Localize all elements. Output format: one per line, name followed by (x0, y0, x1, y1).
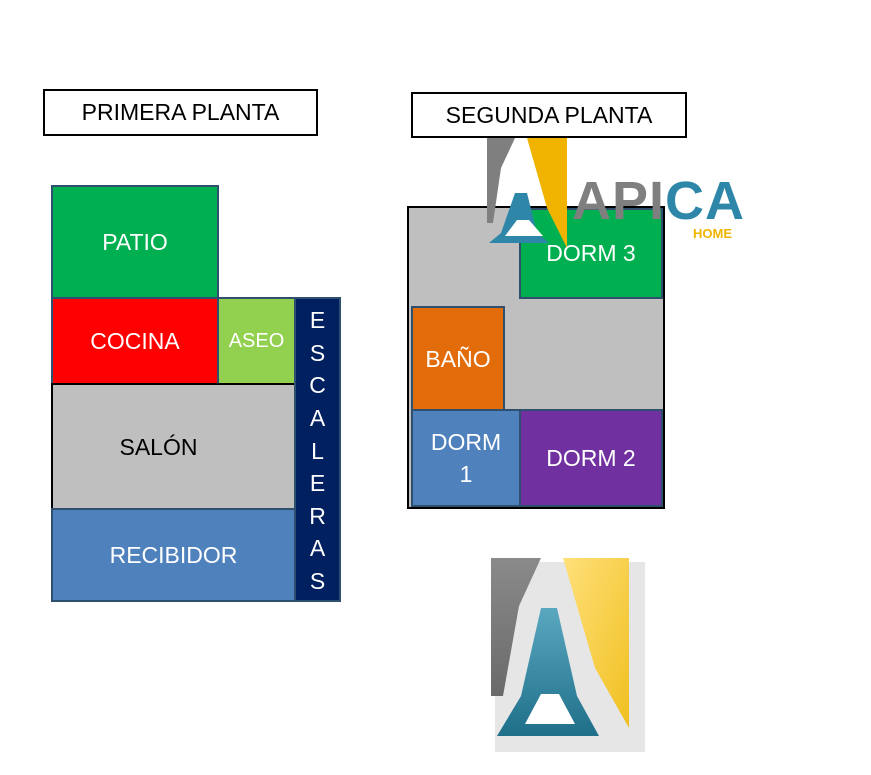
stairs-letter: R (309, 502, 326, 529)
stairs-letter: C (309, 372, 326, 399)
stairs-letter: L (311, 437, 324, 464)
room-patio-label: PATIO (102, 229, 168, 255)
apica-home-logo: APICA HOME (485, 138, 745, 248)
room-dorm1-label-line2: 1 (459, 461, 473, 487)
room-cocina: COCINA (51, 297, 219, 385)
apica-large-mark-icon (491, 558, 645, 752)
apica-large-mark (489, 556, 647, 754)
stairs-letter: S (309, 568, 326, 594)
room-salon: SALÓN (51, 383, 296, 510)
apica-home-subtext: HOME (693, 226, 732, 241)
room-recibidor-label: RECIBIDOR (109, 542, 238, 568)
room-dorm3-label: DORM 3 (546, 240, 636, 266)
second-floor-title: SEGUNDA PLANTA (411, 92, 687, 138)
apica-mark-icon (487, 138, 567, 248)
room-dorm1-label-line1: DORM (430, 429, 502, 455)
room-bano-label: BAÑO (425, 345, 491, 372)
room-aseo-label: ASEO (228, 330, 285, 352)
room-aseo: ASEO (217, 297, 296, 385)
apica-wordmark: APICA (572, 174, 745, 228)
first-floor-title: PRIMERA PLANTA (43, 89, 318, 136)
room-dorm1: DORM 1 (411, 409, 521, 507)
room-cocina-label: COCINA (90, 328, 180, 354)
room-dorm2: DORM 2 (519, 409, 663, 507)
stairs-letter: E (309, 470, 326, 497)
room-patio: PATIO (51, 185, 219, 299)
room-recibidor: RECIBIDOR (51, 508, 296, 602)
apica-wordmark-text: APICA (572, 171, 746, 231)
room-salon-label: SALÓN (119, 433, 198, 460)
stairs-letter: A (309, 535, 326, 562)
room-dorm2-label: DORM 2 (546, 445, 636, 471)
room-escaleras: E S C A L E R A S (294, 297, 341, 602)
first-floor-title-text: PRIMERA PLANTA (81, 99, 280, 125)
room-bano: BAÑO (411, 306, 505, 411)
second-floor-title-text: SEGUNDA PLANTA (445, 101, 653, 128)
room-dorm3: DORM 3 (519, 208, 663, 299)
stairs-letter: E (309, 307, 326, 333)
stairs-letter: S (309, 339, 326, 366)
stairs-letter: A (309, 404, 326, 431)
